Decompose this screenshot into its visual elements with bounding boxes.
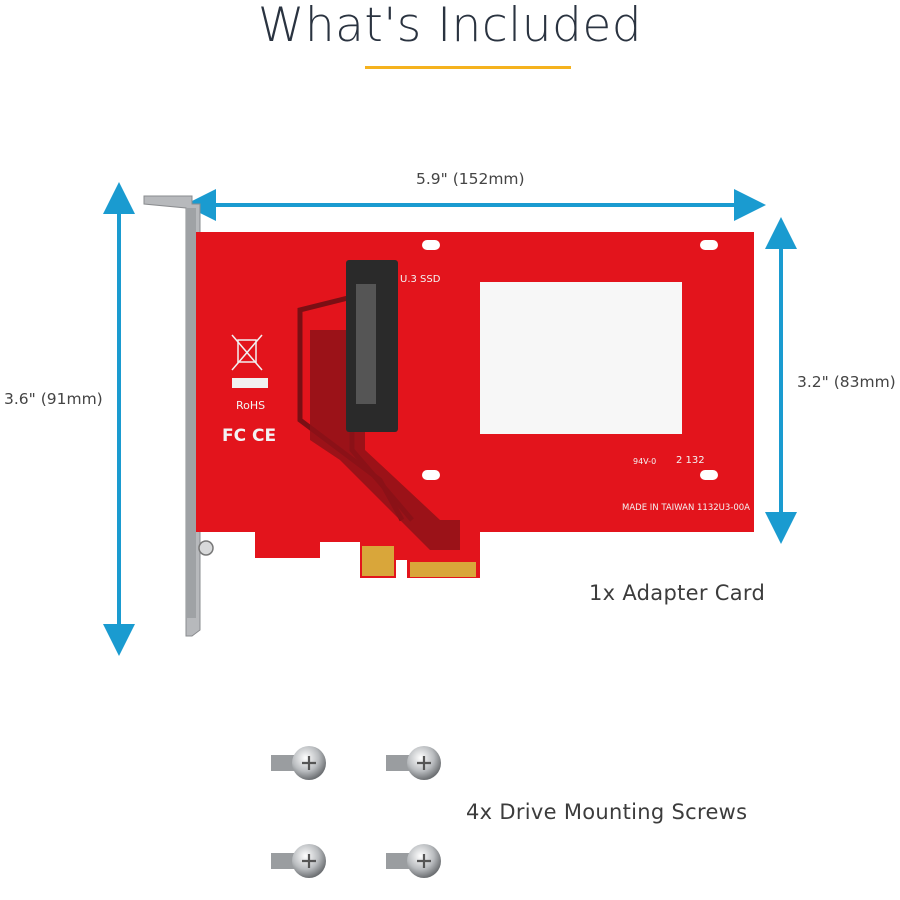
- pcie-adapter-card-image: [143, 195, 754, 637]
- adapter-card-caption: 1x Adapter Card: [589, 581, 766, 605]
- height-dimension-label: 3.6" (91mm): [4, 390, 103, 408]
- date-code-label: 2 132: [676, 455, 705, 466]
- fcc-ce-marks: FC CE: [222, 426, 277, 446]
- page-title: What's Included: [257, 0, 643, 53]
- gold-fingers: [362, 546, 476, 577]
- connector-label: U.3 SSD: [400, 274, 441, 285]
- label-area: [480, 282, 682, 434]
- rating-label: 94V-0: [633, 457, 657, 466]
- rohs-label: RoHS: [236, 399, 266, 412]
- screws-image: [271, 746, 441, 878]
- screw-icon: [271, 844, 326, 878]
- width-dimension-label: 5.9" (152mm): [416, 170, 525, 188]
- weee-icon: [231, 334, 263, 371]
- screws-caption: 4x Drive Mounting Screws: [466, 800, 748, 824]
- weee-bar: [232, 378, 268, 388]
- screw-icon: [386, 844, 441, 878]
- title-underline: [365, 66, 571, 69]
- u3-connector: [346, 260, 398, 432]
- card-height-dimension-label: 3.2" (83mm): [797, 373, 896, 391]
- mounting-slots: [422, 240, 718, 480]
- made-in-label: MADE IN TAIWAN 1132U3-00A: [622, 503, 750, 513]
- screw-icon: [271, 746, 326, 780]
- screw-icon: [386, 746, 441, 780]
